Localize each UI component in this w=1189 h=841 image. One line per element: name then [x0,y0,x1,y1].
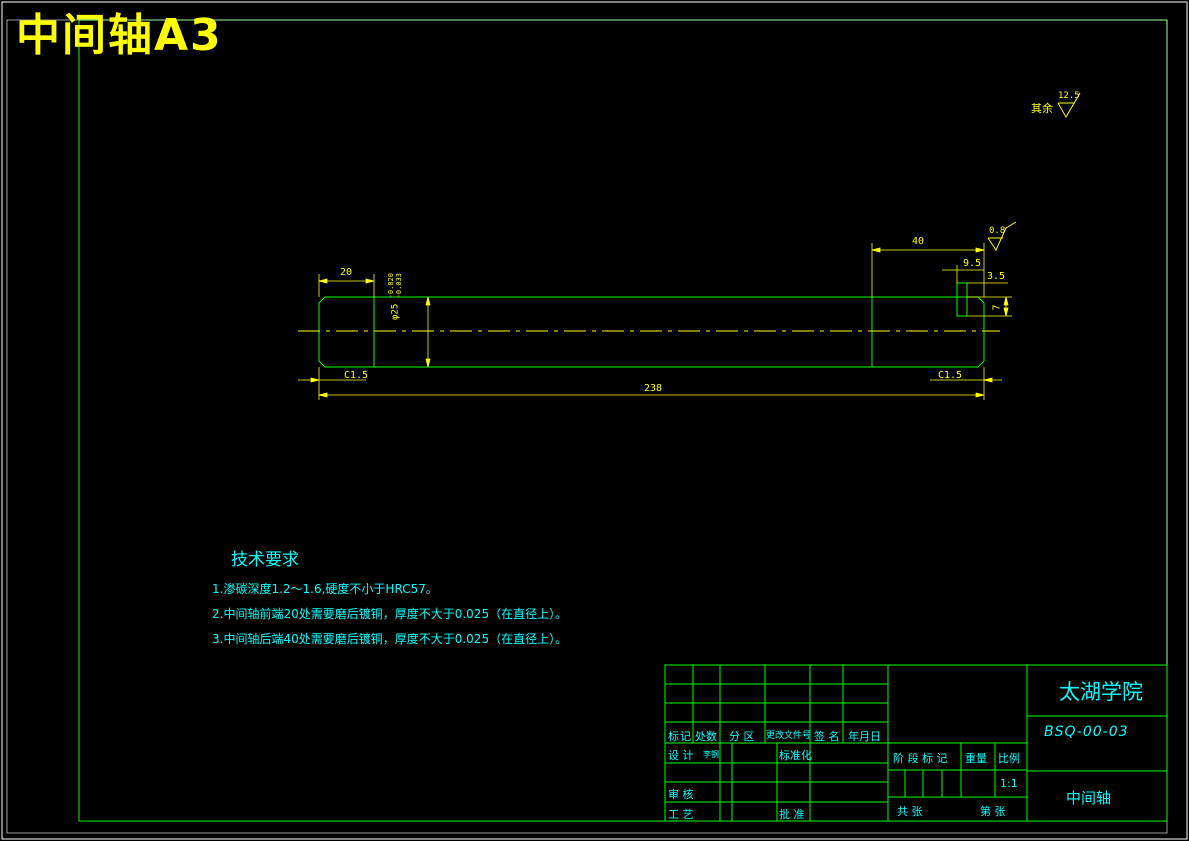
arrow [975,392,985,398]
roughness-fine-icon [987,221,1017,252]
arrow [318,278,328,284]
tb-school: 太湖学院 [1059,680,1143,704]
dim-key-depth: 3.5 [987,271,1006,282]
dim-key-length: 9.5 [963,258,982,269]
frame-border [78,19,1168,822]
dim-tol-lower: -0.033 [395,273,403,299]
requirement-item: 2.中间轴前端20处需要磨后镀铜，厚度不大于0.025（在直径上）。 [212,607,568,621]
tb-drawing-no: BSQ-00-03 [1044,724,1129,740]
requirement-item: 3.中间轴后端40处需要磨后镀铜，厚度不大于0.025（在直径上）。 [212,632,568,646]
requirement-item: 1.渗碳深度1.2～1.6,硬度不小于HRC57。 [212,582,438,596]
tb-design: 设 计 [668,749,694,762]
arrow [983,377,993,383]
title-block-grid [664,664,1168,822]
tb-part-name: 中间轴 [1066,789,1112,807]
trim-border [6,19,1168,834]
keyway [956,282,968,317]
dim-right-length: 40 [912,236,925,247]
tb-label-change: 更改文件号 [766,731,812,741]
tb-scale: 1:1 [1000,777,1018,790]
arrow [871,247,881,253]
tb-label-count: 处数 [695,730,717,743]
tb-label-zone: 分 区 [729,730,755,743]
dimensions [298,243,1012,400]
dim-key-width: 7 [991,304,1003,311]
arrow [1003,307,1009,317]
arrow [310,377,320,383]
arrow [318,392,328,398]
arrow [975,247,985,253]
dim-chamfer-left: C1.5 [344,370,369,381]
roughness-label: 其余 [1031,102,1053,115]
drawing-title: 中间轴A3 [16,10,223,61]
tb-review: 审 核 [668,788,694,801]
dim-left-length: 20 [340,267,353,278]
tb-ratio: 比例 [998,752,1020,765]
arrow [425,358,431,368]
tb-process: 工 艺 [668,808,694,821]
roughness-fine-value: 0.8 [989,226,1006,236]
tb-standardize: 标准化 [779,749,812,762]
tb-sheet-no: 第 张 [980,805,1006,818]
dim-diameter-group: φ25 -0.020 -0.033 [387,273,403,320]
dim-total-length: 238 [644,383,663,394]
tb-approve: 批 准 [779,808,805,821]
arrow [425,296,431,306]
tb-label-mark: 标记 [668,730,692,743]
roughness-symbols [987,92,1081,252]
arrow [365,278,375,284]
dim-tol-upper: -0.020 [387,273,395,299]
tb-design-name: 李钢 [703,750,719,759]
roughness-value: 12.5 [1058,91,1080,101]
dim-chamfer-right: C1.5 [938,370,963,381]
tb-label-date: 年月日 [848,730,881,743]
roughness-icon [1057,92,1081,118]
tb-label-sign: 签 名 [814,730,840,743]
tb-weight: 重量 [965,752,987,765]
tb-stage-mark: 阶 段 标 记 [893,752,948,765]
shaft-view [318,282,985,368]
tb-total-sheets: 共 张 [897,805,923,818]
dim-diameter: φ25 [390,303,401,320]
requirements-heading: 技术要求 [231,550,299,570]
arrow [1003,296,1009,306]
dim-tolerance: -0.020 -0.033 [387,273,403,298]
shaft-outline [318,296,985,368]
